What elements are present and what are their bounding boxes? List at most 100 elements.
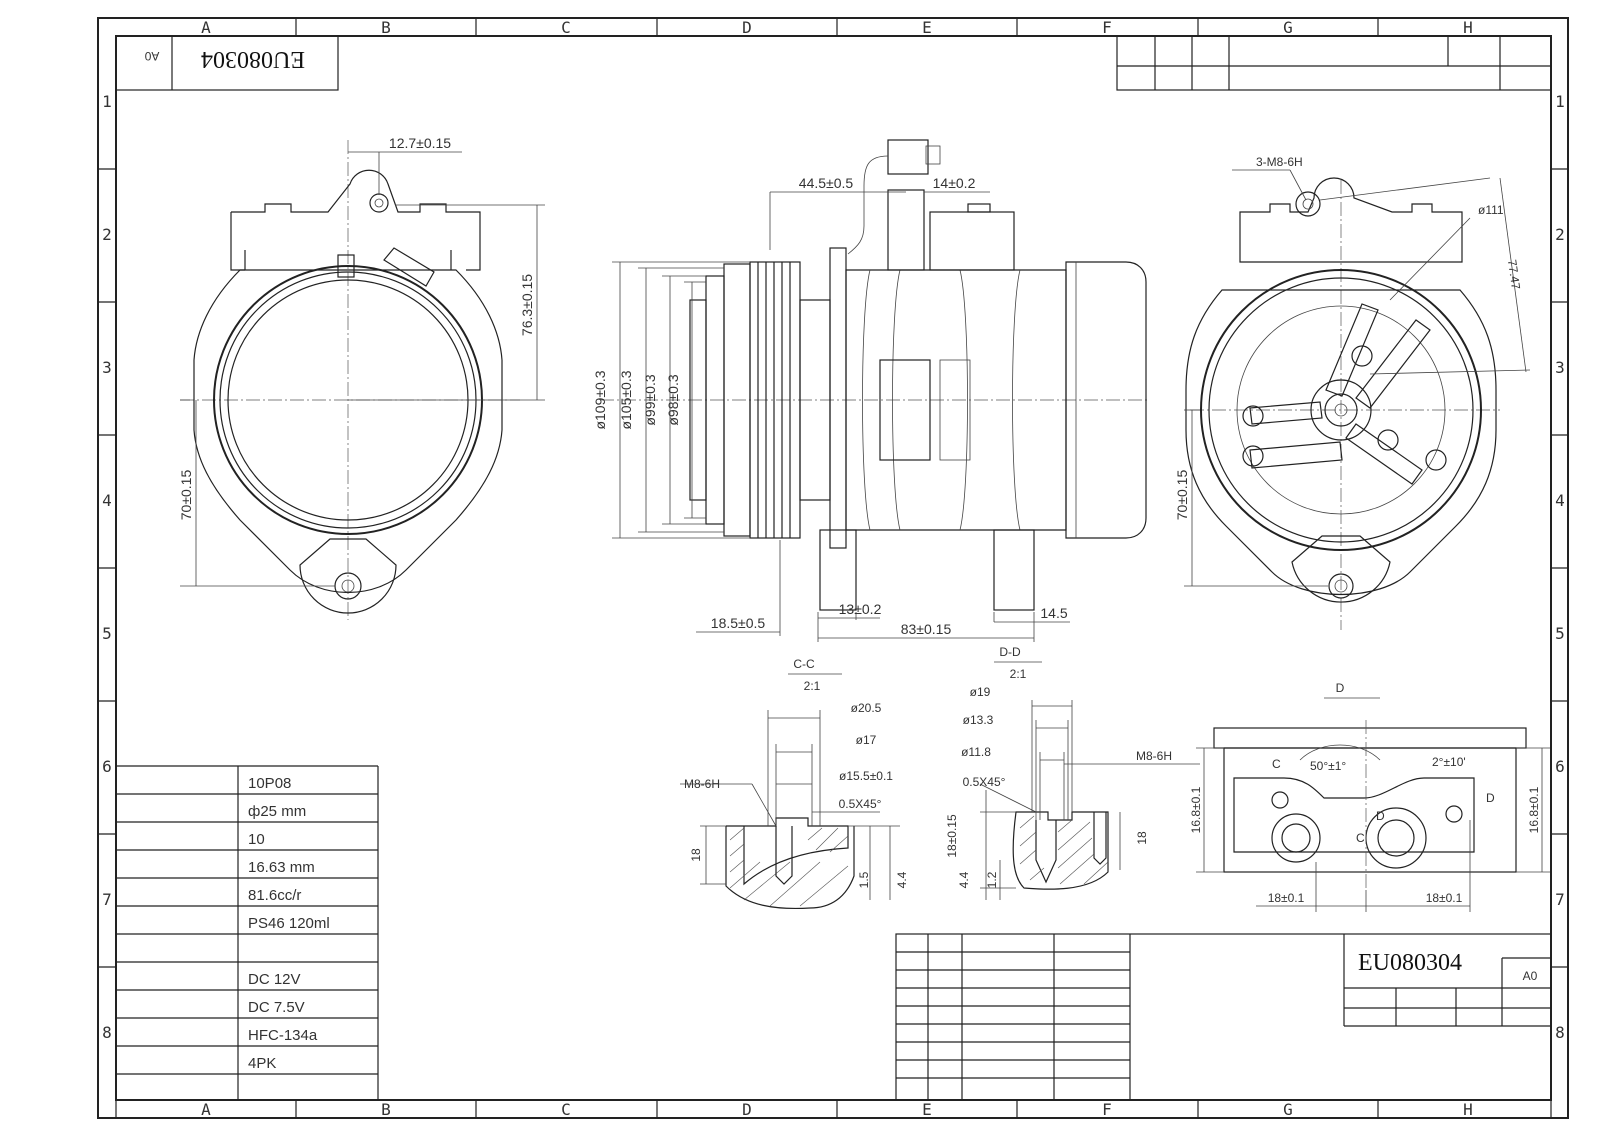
zone-col-bot-b: B [381, 1100, 391, 1119]
zone-col-top-g: G [1283, 18, 1293, 37]
section-cc-dim-4: 1.5 [857, 871, 871, 888]
zone-row-left-2: 2 [102, 225, 112, 244]
front-dim-1: 76.3±0.15 [519, 274, 535, 336]
section-cc-dim-0: ø20.5 [851, 701, 882, 715]
view-d: D 50°±1° 2°±10' C D D C 16.8±0.1 16.8±0.… [1189, 681, 1550, 912]
side-dim-0: 44.5±0.5 [799, 175, 854, 191]
section-dd-dim-3: 18±0.15 [945, 814, 959, 858]
drawing-number: EU080304 [1358, 950, 1462, 976]
view-d-dim-1: 16.8±0.1 [1527, 786, 1541, 833]
section-dd-title: D-D [999, 645, 1021, 659]
front-view: 12.7±0.15 76.3±0.15 70±0.15 [178, 135, 545, 620]
zone-col-bot-d: D [742, 1100, 752, 1119]
section-dd-dim-6: 18 [1135, 831, 1149, 845]
spec-item-1: ф25 mm [248, 803, 306, 820]
zone-col-bot-g: G [1283, 1100, 1293, 1119]
zone-row-left-1: 1 [102, 92, 112, 111]
side-dim-3: ø105±0.3 [618, 370, 634, 429]
section-cc-dim-5: 4.4 [895, 871, 909, 888]
zone-row-right-7: 7 [1555, 890, 1565, 909]
section-cc-scale: 2:1 [804, 679, 821, 693]
section-dd-chamfer: 0.5X45° [963, 775, 1006, 789]
side-dim-6: 18.5±0.5 [711, 615, 766, 631]
view-d-dim-3: 18±0.1 [1426, 891, 1463, 905]
zone-row-left-6: 6 [102, 757, 112, 776]
section-cc-title: C-C [793, 657, 815, 671]
side-dim-1: 14±0.2 [933, 175, 976, 191]
side-dim-9: 14.5 [1040, 605, 1067, 621]
rear-view: 3-M8-6H ø111 77.47 70±0.15 [1174, 155, 1531, 630]
mirrored-drawing-number: EU080304 [201, 46, 305, 72]
view-d-dim-0: 16.8±0.1 [1189, 786, 1203, 833]
side-dim-7: 13±0.2 [839, 601, 882, 617]
side-dim-2: ø109±0.3 [592, 370, 608, 429]
section-cc: C-C 2:1 ø20.5 ø17 ø15. [680, 657, 909, 910]
zone-grid [98, 18, 1568, 1118]
section-cc-dim-3: 18 [689, 848, 703, 862]
zone-row-right-4: 4 [1555, 491, 1565, 510]
zone-row-right-8: 8 [1555, 1023, 1565, 1042]
spec-item-7: DC 7.5V [248, 999, 305, 1016]
title-block: EU080304 A0 [895, 933, 1552, 1101]
zone-row-left-7: 7 [102, 890, 112, 909]
spec-item-5: PS46 120ml [248, 915, 330, 932]
zone-row-right-2: 2 [1555, 225, 1565, 244]
zone-row-left-5: 5 [102, 624, 112, 643]
section-dd-dim-5: 1.2 [985, 871, 999, 888]
rear-dim-0: ø111 [1478, 203, 1504, 217]
section-dd-scale: 2:1 [1010, 667, 1027, 681]
zone-col-bot-c: C [561, 1100, 571, 1119]
section-dd-dim-1: ø13.3 [963, 713, 994, 727]
section-dd-dim-0: ø19 [970, 685, 991, 699]
zone-row-right-6: 6 [1555, 757, 1565, 776]
section-dd: D-D 2:1 ø19 ø13.3 ø11.8 0.5X [945, 645, 1200, 900]
rear-thread-label: 3-M8-6H [1256, 155, 1303, 169]
section-dd-dim-2: ø11.8 [961, 745, 991, 759]
inner-frame [115, 35, 1552, 1101]
mirrored-revision: A0 [144, 49, 159, 63]
zone-row-left-8: 8 [102, 1023, 112, 1042]
spec-item-3: 16.63 mm [248, 859, 315, 876]
view-d-angle-1: 2°±10' [1432, 755, 1466, 769]
zone-row-right-5: 5 [1555, 624, 1565, 643]
zone-col-top-a: A [201, 18, 211, 37]
view-d-angle-0: 50°±1° [1310, 759, 1346, 773]
svg-text:C: C [1272, 757, 1281, 771]
zone-col-top-b: B [381, 18, 391, 37]
rear-dim-2: 70±0.15 [1174, 470, 1190, 521]
zone-row-left-3: 3 [102, 358, 112, 377]
spec-item-4: 81.6cc/r [248, 887, 301, 904]
zone-col-top-d: D [742, 18, 752, 37]
zone-col-top-h: H [1463, 18, 1473, 37]
section-dd-dim-4: 4.4 [957, 871, 971, 888]
spec-item-0: 10P08 [248, 775, 291, 792]
section-cc-thread: M8-6H [684, 777, 720, 791]
drawing-revision: A0 [1523, 969, 1538, 983]
zone-row-left-4: 4 [102, 491, 112, 510]
spec-item-8: HFC-134a [248, 1027, 318, 1044]
svg-text:D: D [1376, 809, 1385, 823]
mirrored-title-box: A0 EU080304 [115, 35, 339, 91]
view-d-title: D [1336, 681, 1345, 695]
section-cc-dim-1: ø17 [856, 733, 877, 747]
spec-item-2: 10 [248, 831, 265, 848]
svg-text:C: C [1356, 831, 1365, 845]
front-dim-2: 70±0.15 [178, 470, 194, 521]
side-dim-8: 83±0.15 [901, 621, 952, 637]
zone-col-top-c: C [561, 18, 571, 37]
zone-col-bot-f: F [1102, 1100, 1112, 1119]
view-d-dim-2: 18±0.1 [1268, 891, 1305, 905]
zone-row-right-1: 1 [1555, 92, 1565, 111]
zone-row-right-3: 3 [1555, 358, 1565, 377]
zone-col-top-e: E [922, 18, 932, 37]
rear-dim-1: 77.47 [1505, 259, 1523, 291]
front-dim-0: 12.7±0.15 [389, 135, 451, 151]
zone-col-bot-h: H [1463, 1100, 1473, 1119]
section-cc-chamfer: 0.5X45° [839, 797, 882, 811]
revision-grid-box [1116, 35, 1552, 91]
side-dim-4: ø99±0.3 [642, 374, 658, 425]
spec-item-6: DC 12V [248, 971, 301, 988]
section-dd-thread: M8-6H [1136, 749, 1172, 763]
spec-table: 10P08 ф25 mm 10 16.63 mm 81.6cc/r PS46 1… [116, 765, 379, 1100]
